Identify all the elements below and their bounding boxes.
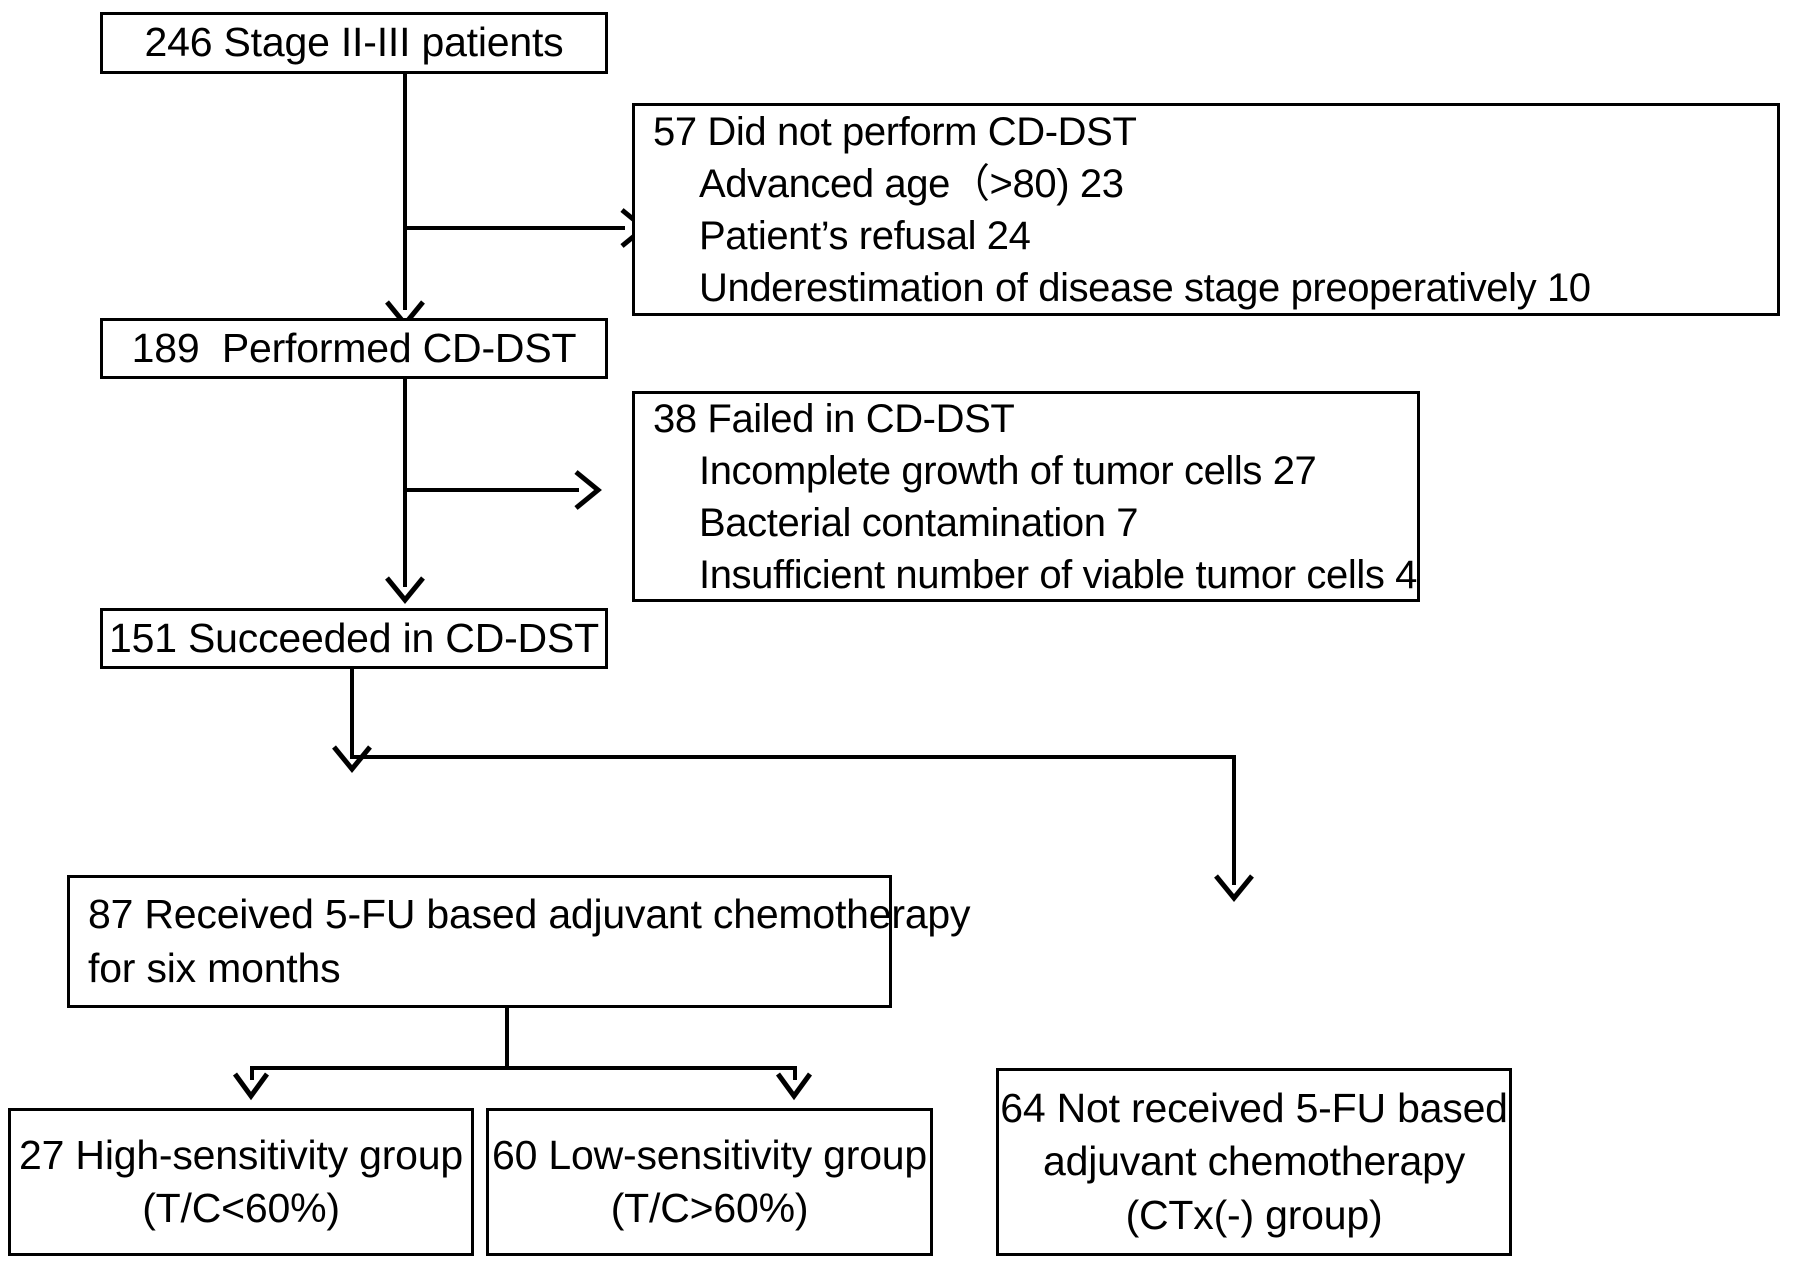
node-excluded-no-test-line-2: Patient’s refusal 24 <box>699 213 1031 258</box>
node-high-sensitivity: 27 High-sensitivity group (T/C<60%) <box>8 1108 474 1256</box>
node-high-sensitivity-line-0: 27 High-sensitivity group <box>19 1131 463 1178</box>
node-low-sensitivity: 60 Low-sensitivity group (T/C>60%) <box>486 1108 933 1256</box>
connector-enrolled-to-performed <box>403 72 407 310</box>
node-not-received-chemo-line-1: adjuvant chemotherapy <box>1042 1138 1466 1185</box>
arrowhead-down-received-chemo <box>332 745 372 773</box>
arrowhead-down-succeeded <box>385 576 425 604</box>
node-succeeded: 151 Succeeded in CD-DST <box>100 608 608 669</box>
node-excluded-no-test-line-0: 57 Did not perform CD-DST <box>653 109 1137 154</box>
arrowhead-down-not-received-chemo <box>1214 874 1254 902</box>
node-received-chemo-line-0: 87 Received 5-FU based adjuvant chemothe… <box>88 891 971 938</box>
node-not-received-chemo-line-2: (CTx(-) group) <box>1125 1191 1383 1238</box>
node-excluded-failed-line-1: Incomplete growth of tumor cells 27 <box>699 448 1317 493</box>
connector-to-excluded-failed <box>403 488 579 492</box>
node-low-sensitivity-line-0: 60 Low-sensitivity group <box>491 1131 928 1178</box>
node-succeeded-line-0: 151 Succeeded in CD-DST <box>109 614 599 661</box>
node-excluded-failed: 38 Failed in CD-DST Incomplete growth of… <box>632 391 1420 602</box>
node-excluded-no-test-line-3: Underestimation of disease stage preoper… <box>699 265 1591 310</box>
arrowhead-right-excluded-failed <box>574 470 602 510</box>
node-high-sensitivity-line-1: (T/C<60%) <box>142 1185 340 1231</box>
node-not-received-chemo-line-0: 64 Not received 5-FU based <box>1000 1085 1508 1132</box>
node-received-chemo: 87 Received 5-FU based adjuvant chemothe… <box>67 875 971 1008</box>
connector-high-sensitivity-arm <box>250 1066 254 1080</box>
node-excluded-no-test-line-1: Advanced age（>80) 23 <box>699 161 1124 206</box>
connector-received-chemo-split-bar <box>250 1066 797 1070</box>
connector-succeeded-split-bar <box>350 755 1236 759</box>
connector-succeeded-stub <box>350 669 354 759</box>
node-low-sensitivity-line-1: (T/C>60%) <box>610 1185 809 1231</box>
node-excluded-failed-line-0: 38 Failed in CD-DST <box>653 396 1015 441</box>
node-enrolled: 246 Stage II-III patients <box>100 12 608 74</box>
connector-performed-to-succeeded <box>403 379 407 587</box>
node-performed: 189 Performed CD-DST <box>100 318 608 379</box>
connector-succeeded-right-arm <box>1232 755 1236 885</box>
node-excluded-failed-line-2: Bacterial contamination 7 <box>699 500 1139 545</box>
node-performed-line-0: 189 Performed CD-DST <box>131 324 577 371</box>
node-enrolled-line-0: 246 Stage II-III patients <box>144 19 564 66</box>
node-not-received-chemo: 64 Not received 5-FU based adjuvant chem… <box>996 1068 1512 1256</box>
connector-low-sensitivity-arm <box>793 1066 797 1080</box>
node-excluded-no-test: 57 Did not perform CD-DST Advanced age（>… <box>632 103 1780 316</box>
connector-received-chemo-stub <box>505 1008 509 1070</box>
node-received-chemo-line-1: for six months <box>88 944 341 991</box>
connector-to-excluded-no-test <box>403 226 625 230</box>
arrowhead-down-high-sensitivity <box>232 1072 270 1101</box>
arrowhead-down-low-sensitivity <box>775 1072 813 1101</box>
node-excluded-failed-line-3: Insufficient number of viable tumor cell… <box>699 552 1417 597</box>
